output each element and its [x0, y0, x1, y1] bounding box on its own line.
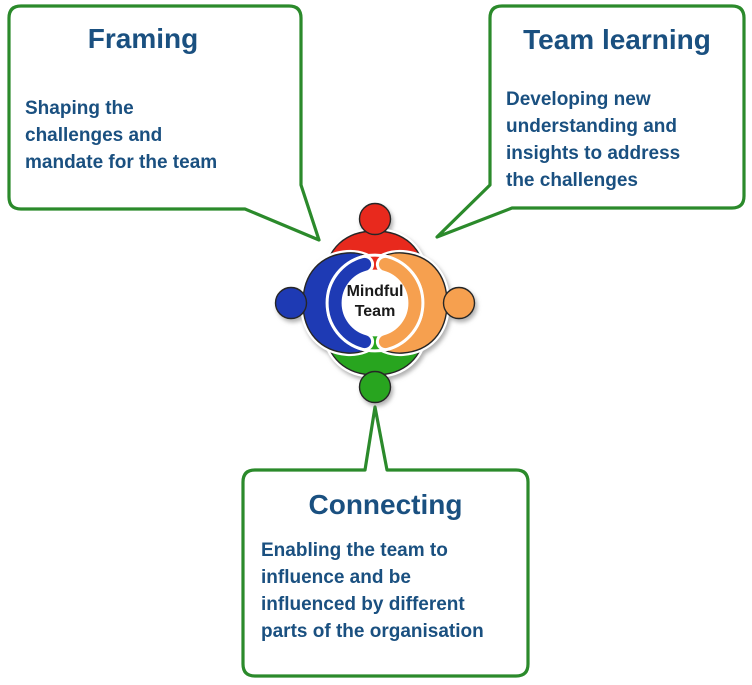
body-line: influenced by different [261, 594, 465, 615]
body-line: mandate for the team [25, 152, 218, 173]
callout-team-learning-body: Developing new understanding and insight… [506, 86, 731, 194]
callout-framing-bubble [7, 4, 321, 242]
member-bottom-head [358, 370, 392, 404]
member-right-arms [378, 257, 422, 349]
member-right-head [442, 286, 476, 320]
center-label-line: Team [354, 303, 396, 320]
callout-connecting-bubble [241, 405, 530, 678]
body-line: insights to address [506, 143, 681, 164]
callout-team-learning-title: Team learning [523, 24, 711, 55]
member-left-head [274, 286, 308, 320]
body-line: Shaping the [25, 98, 134, 119]
callout-connecting-title: Connecting [308, 489, 463, 520]
callout-framing-title: Framing [87, 23, 199, 54]
body-line: the challenges [506, 170, 638, 191]
member-left-arms [328, 257, 372, 349]
body-line: parts of the organisation [261, 621, 484, 642]
body-line: Enabling the team to [261, 540, 448, 561]
body-line: challenges and [25, 125, 163, 146]
body-line: influence and be [261, 567, 411, 588]
member-arms [325, 253, 425, 353]
callout-connecting-body: Enabling the team to influence and be in… [261, 537, 511, 645]
body-line: Developing new [506, 89, 651, 110]
callout-framing-body: Shaping the challenges and mandate for t… [25, 95, 265, 176]
body-line: understanding and [506, 116, 677, 137]
callout-team-learning-bubble [435, 4, 746, 239]
mindful-team-figure [274, 202, 476, 404]
center-label-line: Mindful [346, 283, 404, 300]
member-top-head [358, 202, 392, 236]
center-label: Mindful Team [315, 282, 435, 322]
